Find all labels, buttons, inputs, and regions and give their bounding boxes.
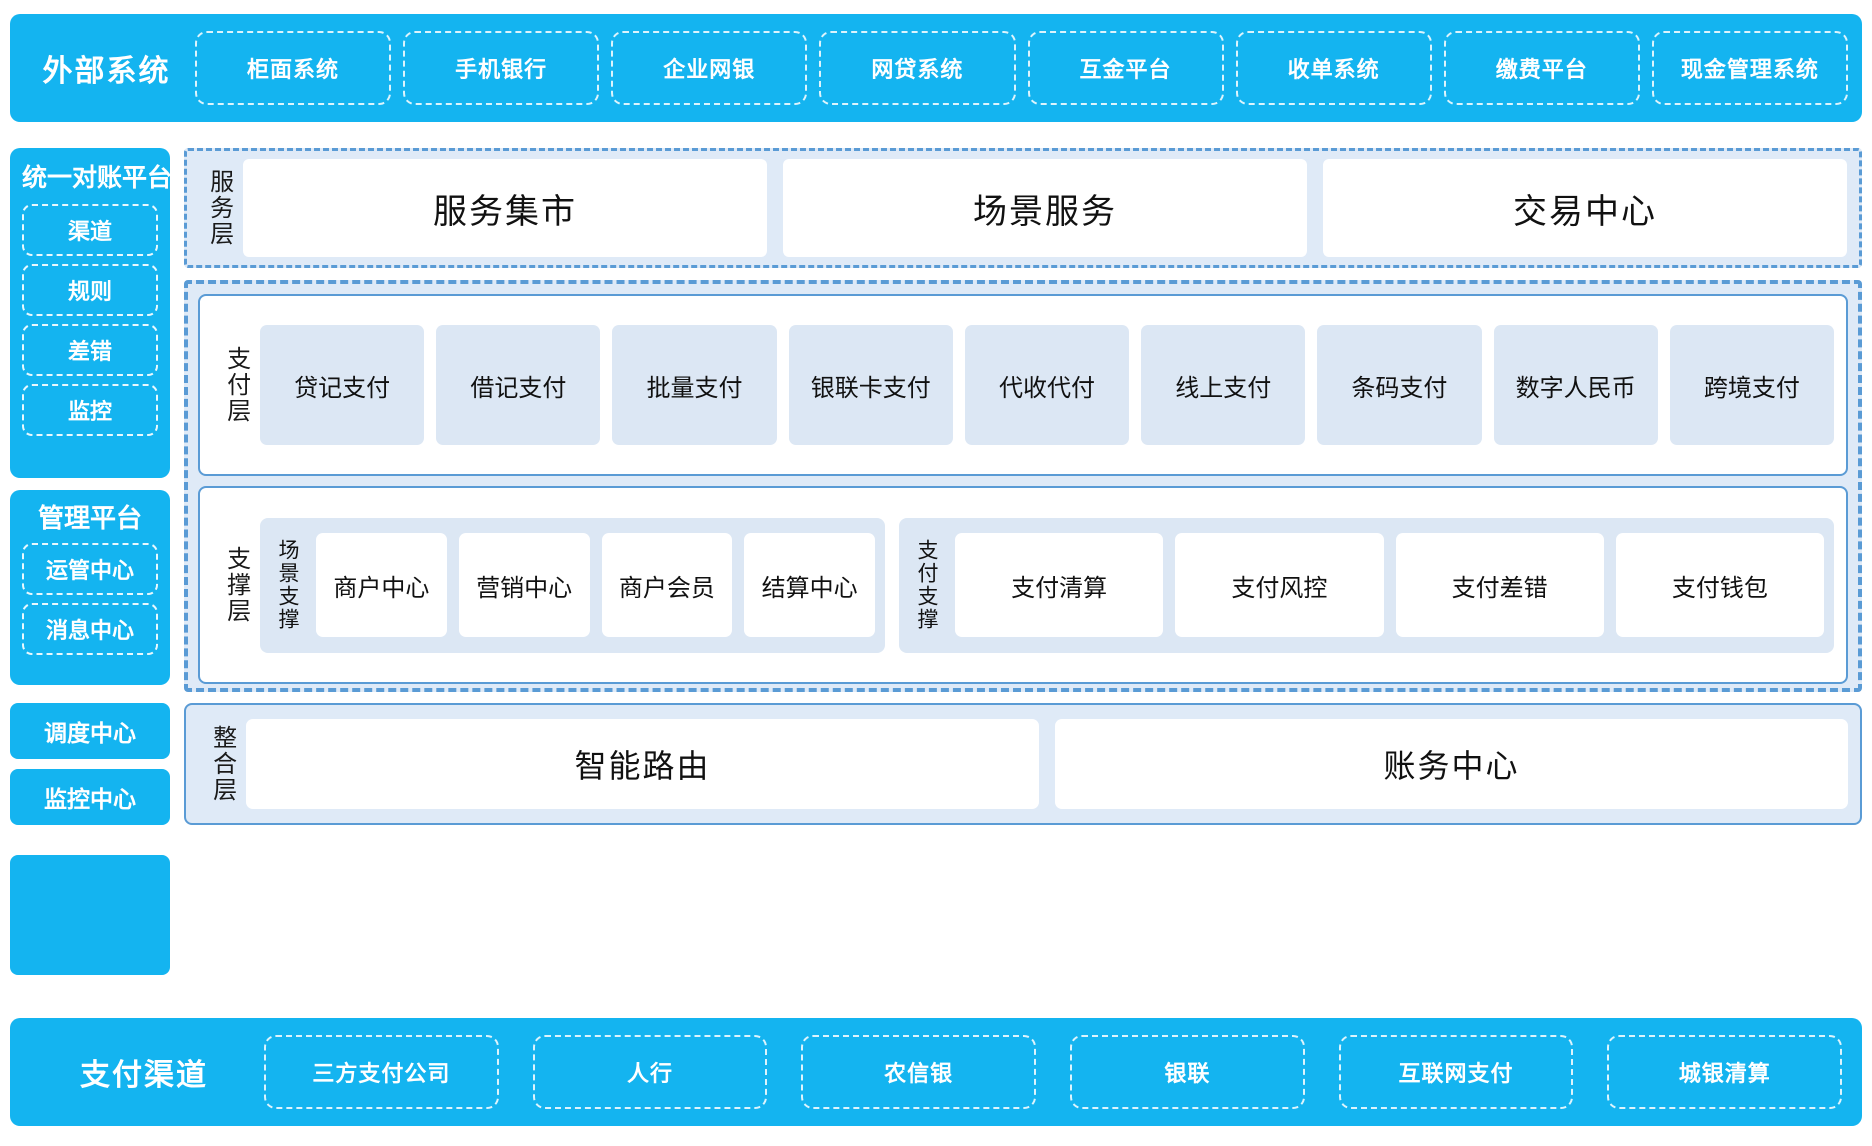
payment-card-credit[interactable]: 贷记支付 [260,325,425,445]
support-layer-label: 支撑层 [222,546,250,624]
core-platform-section: 支付层 贷记支付 借记支付 批量支付 银联卡支付 代收代付 线上支付 条码支付 … [184,280,1862,692]
reconciliation-platform-title: 统一对账平台 [22,164,173,192]
external-system-item[interactable]: 企业网银 [611,31,808,105]
support-card-payment-wallet[interactable]: 支付钱包 [1615,533,1824,637]
support-card-payment-clearing[interactable]: 支付清算 [955,533,1164,637]
payment-channel-bar: 支付渠道 三方支付公司 人行 农信银 银联 互联网支付 城银清算 [10,1018,1862,1126]
scheduling-center-button[interactable]: 调度中心 [10,703,170,759]
external-system-item[interactable]: 网贷系统 [819,31,1016,105]
service-layer-cards: 服务集市 场景服务 交易中心 [243,159,1847,257]
management-platform-title: 管理平台 [37,503,142,533]
payment-card-debit[interactable]: 借记支付 [436,325,601,445]
support-card-merchant-center[interactable]: 商户中心 [316,533,447,637]
integration-card-smart-routing[interactable]: 智能路由 [246,719,1039,809]
external-system-item[interactable]: 手机银行 [403,31,600,105]
reconciliation-item-channel[interactable]: 渠道 [22,204,158,256]
payment-card-collection[interactable]: 代收代付 [964,325,1130,445]
support-group-payment: 支付支撑 支付清算 支付风控 支付差错 支付钱包 [899,517,1834,653]
payment-channel-title: 支付渠道 [80,1059,208,1092]
payment-channel-item-internet-payment[interactable]: 互联网支付 [1338,1035,1574,1109]
support-card-settlement-center[interactable]: 结算中心 [744,533,875,637]
support-card-payment-error[interactable]: 支付差错 [1395,533,1604,637]
management-item-operations[interactable]: 运管中心 [22,543,158,595]
external-system-item[interactable]: 柜面系统 [195,31,392,105]
reconciliation-platform-panel: 统一对账平台 渠道 规则 差错 监控 [10,148,173,478]
service-layer-label: 服务层 [205,169,233,247]
support-group-payment-cards: 支付清算 支付风控 支付差错 支付钱包 [955,533,1824,637]
integration-layer-label: 整合层 [208,725,236,803]
external-system-item[interactable]: 现金管理系统 [1651,31,1848,105]
payment-channel-item-city-bank-clearing[interactable]: 城银清算 [1607,1035,1843,1109]
support-group-scenario: 场景支撑 商户中心 营销中心 商户会员 结算中心 [260,517,885,653]
payment-channel-rail-block [10,855,170,975]
reconciliation-item-rules[interactable]: 规则 [22,264,158,316]
management-item-message[interactable]: 消息中心 [22,603,158,655]
payment-channel-item-unionpay[interactable]: 银联 [1070,1035,1305,1109]
support-group-scenario-cards: 商户中心 营销中心 商户会员 结算中心 [316,533,875,637]
support-card-merchant-member[interactable]: 商户会员 [601,533,733,637]
payment-card-digital-rmb[interactable]: 数字人民币 [1493,325,1658,445]
external-systems-title: 外部系统 [42,55,171,88]
payment-card-cross-border[interactable]: 跨境支付 [1669,325,1834,445]
payment-channel-item-third-party[interactable]: 三方支付公司 [264,1035,499,1109]
payment-layer-section: 支付层 贷记支付 借记支付 批量支付 银联卡支付 代收代付 线上支付 条码支付 … [198,294,1848,476]
payment-channel-item-pboc[interactable]: 人行 [532,1035,768,1109]
external-systems-bar: 外部系统 柜面系统 手机银行 企业网银 网贷系统 互金平台 收单系统 缴费平台 … [10,14,1862,122]
integration-layer-section: 整合层 智能路由 账务中心 [184,703,1862,825]
integration-card-accounting[interactable]: 账务中心 [1055,719,1848,809]
external-systems-list: 柜面系统 手机银行 企业网银 网贷系统 互金平台 收单系统 缴费平台 现金管理系… [189,31,1848,105]
service-layer-section: 服务层 服务集市 场景服务 交易中心 [184,148,1862,268]
payment-card-unionpay[interactable]: 银联卡支付 [788,325,953,445]
support-card-marketing-center[interactable]: 营销中心 [458,533,590,637]
payment-layer-label: 支付层 [222,346,250,424]
reconciliation-item-monitoring[interactable]: 监控 [22,384,158,436]
support-card-payment-risk[interactable]: 支付风控 [1175,533,1384,637]
payment-card-barcode[interactable]: 条码支付 [1317,325,1482,445]
service-card-market[interactable]: 服务集市 [243,159,767,257]
integration-layer-cards: 智能路由 账务中心 [246,719,1848,809]
support-group-scenario-label: 场景支撑 [276,539,300,631]
support-layer-section: 支撑层 场景支撑 商户中心 营销中心 商户会员 结算中心 支付支撑 [198,486,1848,684]
payment-layer-cards: 贷记支付 借记支付 批量支付 银联卡支付 代收代付 线上支付 条码支付 数字人民… [260,325,1834,445]
external-system-item[interactable]: 缴费平台 [1443,31,1640,105]
support-group-payment-label: 支付支撑 [915,539,939,631]
reconciliation-item-errors[interactable]: 差错 [22,324,158,376]
service-card-transaction[interactable]: 交易中心 [1323,159,1847,257]
payment-card-batch[interactable]: 批量支付 [612,325,777,445]
payment-channel-list: 三方支付公司 人行 农信银 银联 互联网支付 城银清算 [264,1035,1848,1109]
payment-channel-item-rcc[interactable]: 农信银 [801,1035,1037,1109]
support-layer-groups: 场景支撑 商户中心 营销中心 商户会员 结算中心 支付支撑 支付清算 支付风控 … [260,498,1834,672]
external-system-item[interactable]: 收单系统 [1235,31,1432,105]
external-system-item[interactable]: 互金平台 [1027,31,1224,105]
service-card-scenario[interactable]: 场景服务 [783,159,1307,257]
payment-card-online[interactable]: 线上支付 [1141,325,1306,445]
management-platform-panel: 管理平台 运管中心 消息中心 [10,490,170,685]
monitoring-center-button[interactable]: 监控中心 [10,769,170,825]
